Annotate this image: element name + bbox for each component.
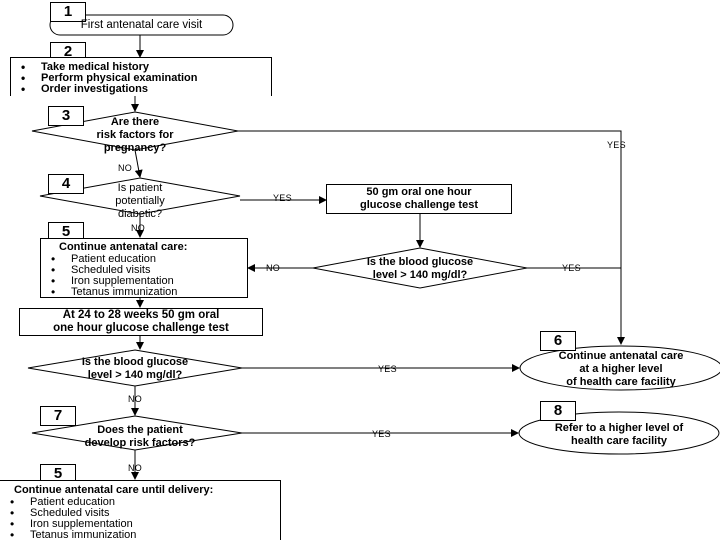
list-item: Scheduled visits [0,508,280,520]
list-item: Order investigations [11,84,271,96]
edge-label-glucose1-no: NO [266,263,281,273]
continue-until-delivery-box: Continue antenatal care until delivery: … [0,480,281,542]
list-item: Patient education [41,254,247,266]
diabetic-question: Is patient potentially diabetic? [115,182,165,220]
step-number-7: 7 [40,406,76,426]
continue-until-delivery-title: Continue antenatal care until delivery: [14,484,214,496]
glucose-test-1-box: 50 gm oral one hour glucose challenge te… [326,184,512,214]
list-item: Tetanus immunization [41,287,247,299]
step-number-1: 1 [50,2,86,22]
edge-label-diabetic-no: NO [131,223,146,233]
initial-steps-list: Take medical history Perform physical ex… [11,62,271,96]
glucose-check-1-question: Is the blood glucose level > 140 mg/dl? [366,256,474,281]
continue-care-list: Patient education Scheduled visits Iron … [41,254,247,299]
refer-higher-oval [518,411,720,455]
refer-higher-label: Refer to a higher level of health care f… [554,422,684,447]
edge-label-glucose1-yes: YES [562,263,581,273]
glucose-check-2-question: Is the blood glucose level > 140 mg/dl? [81,356,189,381]
step-number-5-lower: 5 [40,464,76,484]
step-number-8: 8 [540,401,576,421]
list-item: Patient education [0,497,280,509]
edge-label-glucose2-yes: YES [378,364,397,374]
step-number-6: 6 [540,331,576,351]
initial-steps-box: Take medical history Perform physical ex… [10,57,272,96]
list-item: Perform physical examination [11,73,271,85]
list-item: Iron supplementation [41,276,247,288]
list-item: Iron supplementation [0,519,280,531]
glucose-test-2-box: At 24 to 28 weeks 50 gm oral one hour gl… [19,308,263,336]
edge-risk-yes [238,130,625,345]
edge-label-develop-yes: YES [372,429,391,439]
continue-care-title: Continue antenatal care: [59,241,188,253]
higher-level-care-oval [519,345,720,391]
higher-level-care-label: Continue antenatal care at a higher leve… [558,350,684,388]
develop-risk-question: Does the patient develop risk factors? [84,424,196,449]
edge-label-develop-no: NO [128,463,143,473]
list-item: Tetanus immunization [0,530,280,542]
glucose-check-1-diamond [312,247,528,289]
first-visit-label: First antenatal care visit [80,19,203,31]
continue-care-box: Continue antenatal care: Patient educati… [40,238,248,298]
list-item: Scheduled visits [41,265,247,277]
risk-factors-question: Are there risk factors for pregnancy? [96,116,174,154]
edge-label-diabetic-yes: YES [273,193,292,203]
edge-label-risk-yes: YES [607,140,626,150]
first-visit-oval [49,14,234,36]
step-number-3: 3 [48,106,84,126]
step-number-4: 4 [48,174,84,194]
edge-label-glucose2-no: NO [128,394,143,404]
edge-risk-no [134,149,143,178]
list-item: Take medical history [11,62,271,74]
continue-until-delivery-list: Patient education Scheduled visits Iron … [0,497,280,542]
edge-label-risk-no: NO [118,163,133,173]
